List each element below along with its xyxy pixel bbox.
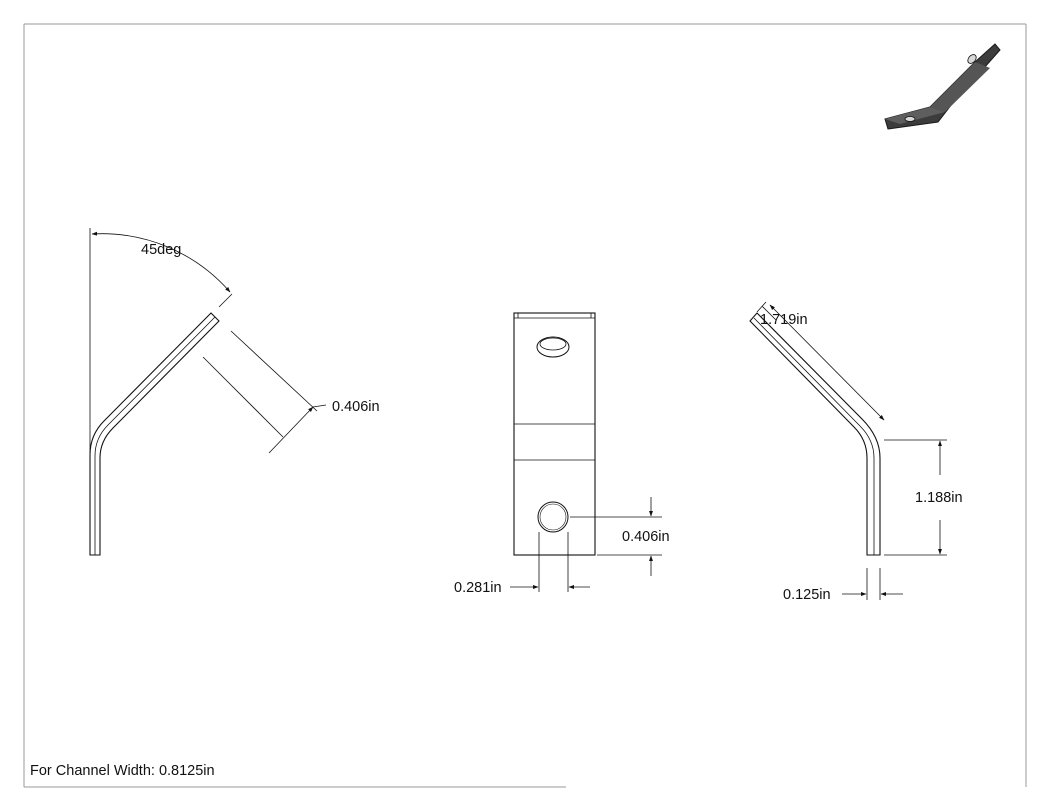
angle-dimension-label: 45deg xyxy=(141,242,181,258)
left-view xyxy=(89,228,327,556)
hole-diameter-dimension-label: 0.281in xyxy=(454,580,502,596)
isometric-thumbnail xyxy=(884,43,1001,130)
hole-offset-dimension-label: 0.406in xyxy=(622,529,670,545)
channel-width-note: For Channel Width: 0.8125in xyxy=(30,763,215,779)
height-dimension-label: 1.188in xyxy=(915,490,963,506)
front-view xyxy=(510,312,662,592)
flange-dimension-label: 1.719in xyxy=(760,312,808,328)
left-length-dimension-label: 0.406in xyxy=(332,399,380,415)
sheet-frame xyxy=(23,23,1027,788)
thickness-dimension-label: 0.125in xyxy=(783,587,831,603)
right-view xyxy=(749,301,947,600)
